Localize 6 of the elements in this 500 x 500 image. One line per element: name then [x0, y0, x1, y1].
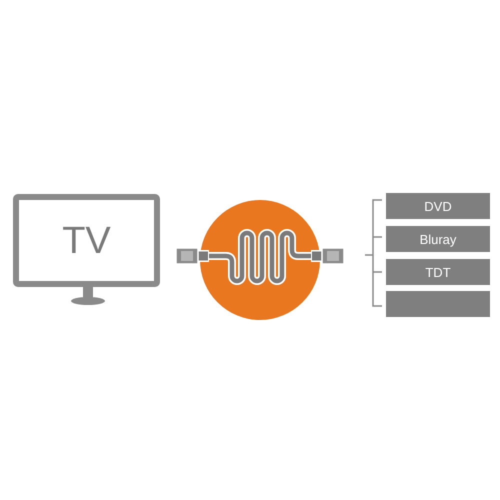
tv-monitor [13, 194, 161, 306]
device-tag: DVD [386, 193, 490, 219]
screen-label: TV [62, 220, 111, 260]
device-tag: Bluray [386, 226, 490, 252]
device-tag [386, 291, 490, 317]
device-tag: TDT [386, 259, 490, 285]
